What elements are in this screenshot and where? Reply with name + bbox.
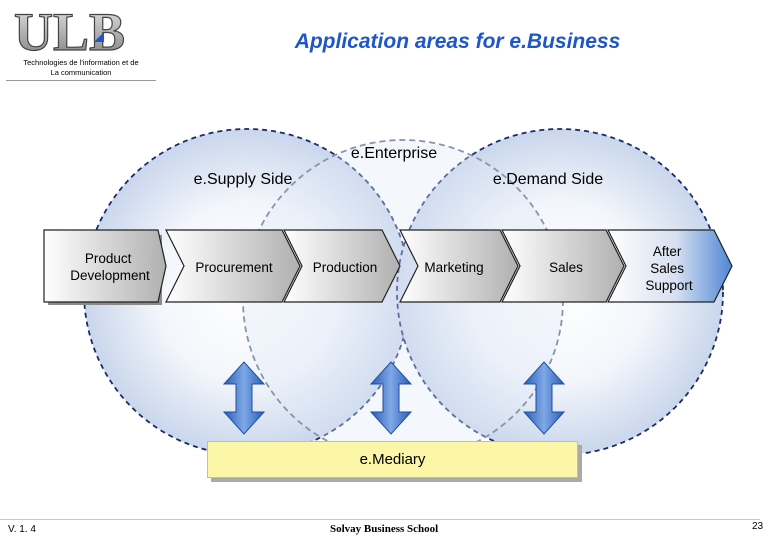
logo-subtitle-line2: La communication [50,68,112,77]
enterprise-label: e.Enterprise [351,145,437,162]
chain-label: Procurement [195,260,273,275]
value-chain: Product Development Procurement Producti… [43,229,733,305]
svg-text:Product Development: Product Development [70,251,150,283]
logo-subtitle-line1: Technologies de l'information et de [23,58,139,67]
double-arrow-icon [222,361,266,435]
page-title: Application areas for e.Business [294,30,621,53]
emediary-box: e.Mediary [207,441,578,478]
chain-step-procurement: Procurement [165,229,301,303]
page-number: 23 [752,521,764,532]
chain-label-line: Development [70,268,150,283]
school-name: Solvay Business School [330,523,439,535]
double-arrow-icon [522,361,566,435]
chain-step-sales: Sales [501,229,625,303]
chain-label-line: Product [85,251,132,266]
chain-label-line: Sales [650,261,684,276]
logo-subtitle: Technologies de l'information et de La c… [6,58,156,81]
chain-label-line: After [653,244,682,259]
ulb-logo-text: ULB [14,4,125,56]
chain-label: Sales [549,260,583,275]
chain-step-production: Production [283,229,401,303]
ulb-logo: ULB [13,4,125,56]
chain-label: Marketing [424,260,483,275]
chain-step-marketing: Marketing [399,229,519,303]
supply-label: e.Supply Side [194,171,293,188]
logo-accent-icon [94,32,104,42]
chain-step-after-sales-support: After Sales Support [607,229,733,303]
footer-divider [0,519,760,520]
double-arrow-icon [369,361,413,435]
version-label: V. 1. 4 [8,524,36,535]
chain-label-line: Support [645,278,693,293]
svg-text:After Sales Su: After Sales Support [645,244,693,293]
demand-label: e.Demand Side [493,171,603,188]
chain-label: Production [313,260,378,275]
chain-step-product-development: Product Development [43,229,167,303]
